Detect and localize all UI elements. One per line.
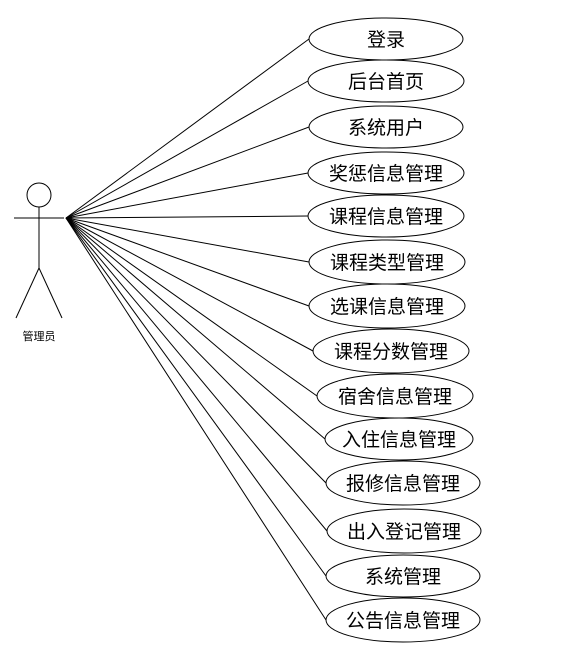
- use-case-label: 后台首页: [348, 71, 424, 93]
- use-case-item: 奖惩信息管理: [307, 151, 465, 195]
- use-case-label: 系统用户: [348, 117, 424, 139]
- use-case-ellipse: [325, 460, 481, 506]
- association-line: [65, 172, 309, 219]
- association-lines: [65, 38, 328, 621]
- use-case-ellipse: [312, 328, 470, 374]
- use-case-item: 出入登记管理: [326, 508, 482, 554]
- use-case-item: 课程信息管理: [307, 194, 465, 238]
- use-case-label: 课程分数管理: [334, 341, 448, 363]
- association-line: [65, 80, 309, 219]
- actor-admin: 管理员: [14, 182, 64, 343]
- use-case-label: 宿舍信息管理: [338, 386, 452, 408]
- use-case-label: 系统管理: [365, 566, 441, 588]
- association-line: [65, 217, 314, 352]
- use-case-item: 系统管理: [325, 554, 481, 598]
- use-case-item: 报修信息管理: [325, 460, 481, 506]
- association-line: [65, 217, 327, 484]
- actor-right-leg: [38, 267, 63, 319]
- use-case-item: 选课信息管理: [308, 283, 466, 329]
- actor-left-leg: [15, 267, 40, 319]
- use-case-item: 入住信息管理: [324, 417, 474, 461]
- use-case-item: 课程分数管理: [312, 328, 470, 374]
- use-case-ellipse: [308, 105, 464, 149]
- use-case-item: 公告信息管理: [325, 597, 481, 643]
- use-case-item: 课程类型管理: [308, 239, 466, 285]
- use-case-item: 登录: [308, 17, 464, 61]
- use-case-label: 课程信息管理: [329, 206, 443, 228]
- use-case-label: 公告信息管理: [346, 610, 460, 632]
- actor-head: [26, 182, 52, 208]
- use-case-label: 报修信息管理: [346, 473, 460, 495]
- association-line: [65, 217, 328, 532]
- use-case-ellipse: [325, 554, 481, 598]
- association-line: [65, 217, 327, 621]
- actor-label: 管理员: [23, 329, 56, 343]
- association-line: [65, 217, 310, 307]
- use-case-ellipse: [307, 194, 465, 238]
- use-case-item: 系统用户: [308, 105, 464, 149]
- association-line: [65, 217, 327, 577]
- use-case-ellipse: [324, 417, 474, 461]
- use-cases: 登录后台首页系统用户奖惩信息管理课程信息管理课程类型管理选课信息管理课程分数管理…: [307, 17, 482, 643]
- use-case-ellipse: [307, 59, 465, 103]
- use-case-label: 登录: [367, 29, 405, 51]
- association-line: [65, 217, 318, 397]
- use-case-label: 出入登记管理: [347, 521, 461, 543]
- use-case-label: 入住信息管理: [342, 429, 456, 451]
- use-case-label: 课程类型管理: [330, 252, 444, 274]
- use-case-ellipse: [307, 151, 465, 195]
- association-line: [65, 215, 309, 219]
- use-case-ellipse: [326, 508, 482, 554]
- association-line: [65, 217, 310, 263]
- use-case-ellipse: [325, 597, 481, 643]
- association-line: [65, 126, 310, 219]
- use-case-ellipse: [308, 283, 466, 329]
- use-case-label: 奖惩信息管理: [329, 163, 443, 185]
- association-line: [65, 38, 310, 219]
- use-case-item: 宿舍信息管理: [316, 373, 474, 419]
- association-line: [65, 217, 326, 440]
- use-case-label: 选课信息管理: [330, 296, 444, 318]
- use-case-item: 后台首页: [307, 59, 465, 103]
